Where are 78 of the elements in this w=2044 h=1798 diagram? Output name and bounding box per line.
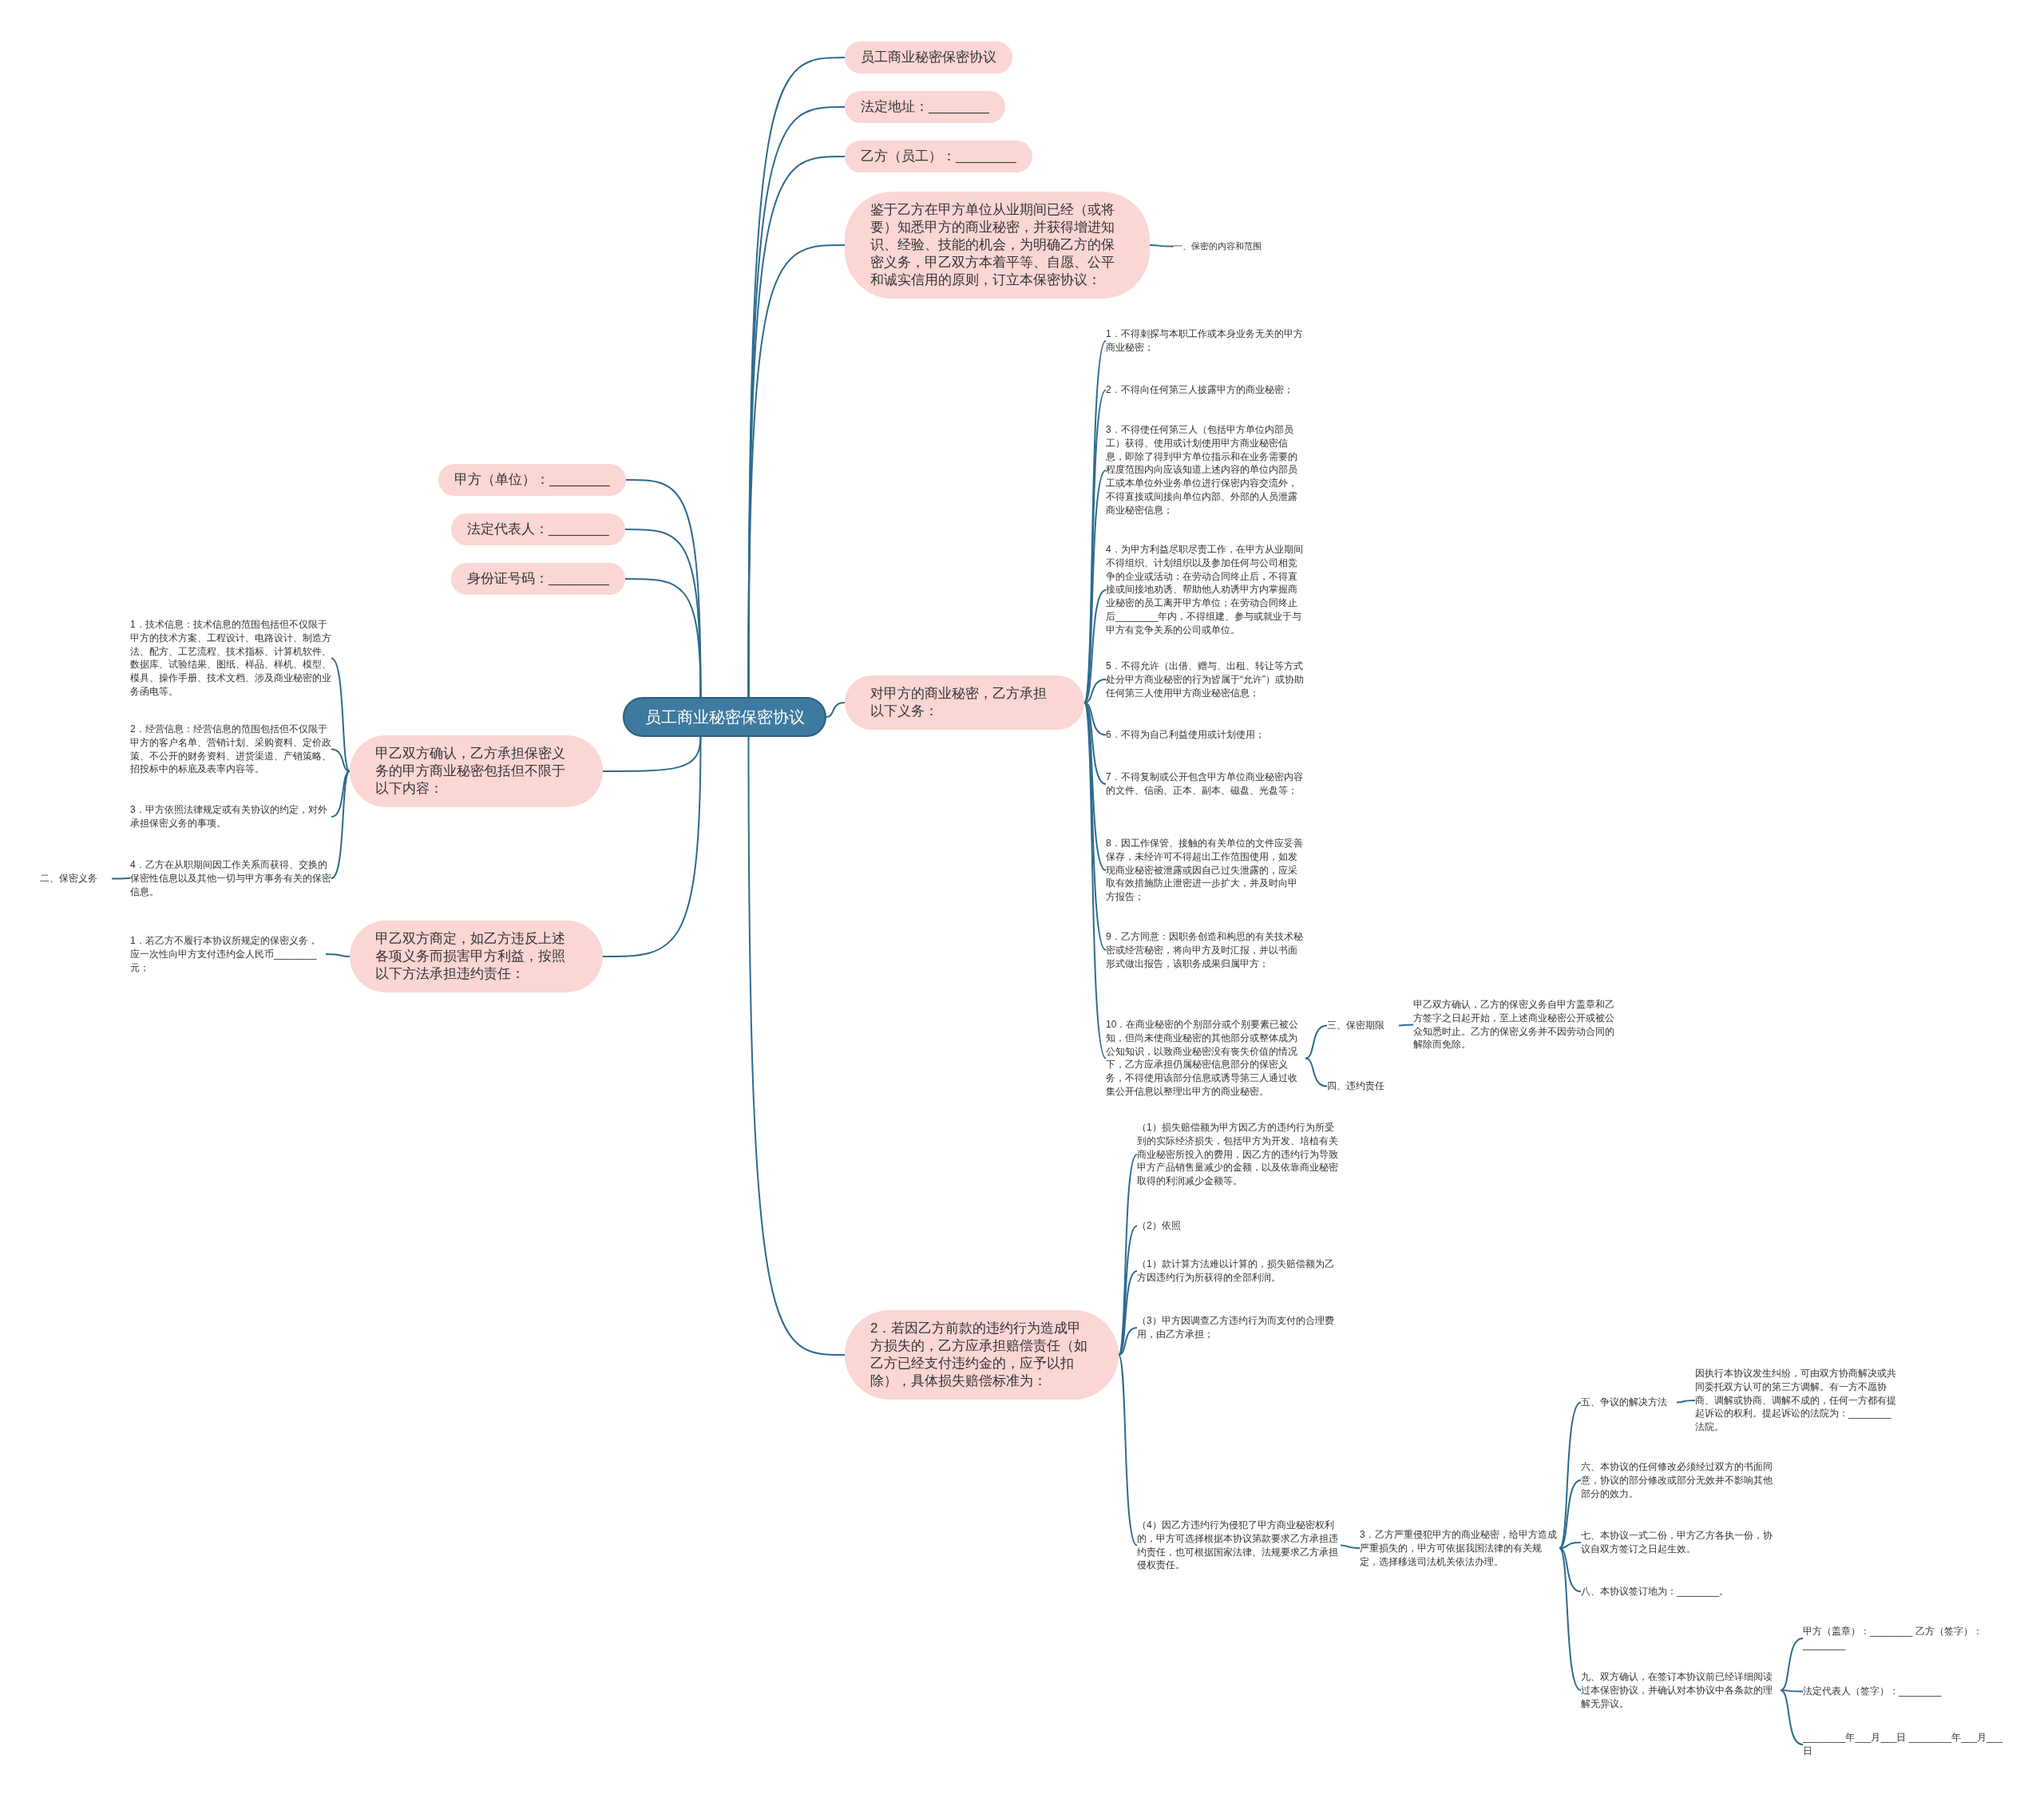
connector-line: [1149, 244, 1175, 248]
leaf-text: 七、本协议一式二份，甲方乙方各执一份，协议自双方签订之日起生效。: [1581, 1529, 1781, 1556]
connector-line: [1559, 1479, 1582, 1549]
leaf-text: 1．不得刺探与本职工作或本身业务无关的甲方商业秘密；: [1106, 327, 1305, 354]
leaf-text: 1．若乙方不履行本协议所规定的保密义务，应一次性向甲方支付违约金人民币________元；: [130, 934, 326, 975]
leaf-text: 九、双方确认，在签订本协议前已经详细阅读过本保密协议，并确认对本协议中各条款的理解无异议。: [1581, 1670, 1781, 1711]
leaf-text: 5．不得允许（出借、赠与、出租、转让等方式处分甲方商业秘密的行为皆属于“允许”）或协助任何第三人使用甲方商业秘密信息；: [1106, 659, 1305, 700]
connector-line: [1398, 1024, 1414, 1027]
connector-line: [331, 770, 351, 879]
leaf-text: 9．乙方同意：因职务创造和构思的有关技术秘密或经营秘密，将向甲方及时汇报，并以书面形式做出报告，该职务成果归属甲方；: [1106, 930, 1305, 971]
leaf-text: 10．在商业秘密的个别部分或个别要素已被公知，但尚未使商业秘密的其他部分或整体成为公知知识，以致商业秘密没有丧失价值的情况下，乙方应承担仍属秘密信息部分的保密义务，不得使用该部分信息或诱导第三人通过收集公开信息以整理出甲方的商业秘密。: [1106, 1018, 1305, 1099]
leaf-text: 4．为甲方利益尽职尽责工作，在甲方从业期间不得组织、计划组织以及参加任何与公司相竞争的企业或活动；在劳动合同终止后，不得直接或间接地劝诱、帮助他人劝诱甲方内掌握商业秘密的员工离开甲方单位；在劳动合同终止后________年内，不得组建、参与或就业于与甲方有竞争关系的公司或单位。: [1106, 543, 1305, 637]
connector-line: [1083, 679, 1107, 703]
leaf-text: （1）损失赔偿额为甲方因乙方的违约行为所受到的实际经济损失，包括甲方为开发、培植有关商业秘密所投入的费用，因乙方的违约行为导致甲方产品销售量减少的金额，以及依靠商业秘密取得的利润减少金额等。: [1137, 1121, 1341, 1188]
leaf-text: 3．甲方依照法律规定或有关协议的约定，对外承担保密义务的事项。: [130, 803, 331, 830]
topic-box: 甲方（单位）：________: [438, 464, 626, 496]
central-topic: 员工商业秘密保密协议: [623, 697, 826, 737]
connector-line: [111, 877, 131, 880]
connector-line: [1780, 1689, 1804, 1693]
leaf-text: 2．经营信息：经营信息的范围包括但不仅限于甲方的客户名单、营销计划、采购资料、定价政策、不公开的财务资料、进货渠道、产销策略、招投标中的标底及表率内容等。: [130, 723, 331, 777]
topic-box: 2．若因乙方前款的违约行为造成甲方损失的，乙方应承担赔偿责任（如乙方已经支付违约金的，应予以扣除），具体损失赔偿标准为：: [845, 1310, 1119, 1400]
leaf-text: 一、保密的内容和范围: [1174, 240, 1293, 253]
leaf-text: 4．乙方在从职期间因工作关系而获得、交换的保密性信息以及其他一切与甲方事务有关的保密信息。: [130, 858, 331, 899]
topic-box: 对甲方的商业秘密，乙方承担以下义务：: [845, 675, 1084, 731]
connector-line: [1559, 1547, 1582, 1691]
topic-box: 法定代表人：________: [451, 513, 625, 545]
leaf-text: （3）甲方因调查乙方违约行为而支付的合理费用，由乙方承担；: [1137, 1314, 1341, 1341]
leaf-text: 2．不得向任何第三人披露甲方的商业秘密；: [1106, 383, 1305, 397]
leaf-text: （4）因乙方违约行为侵犯了甲方商业秘密权利的，甲方可选择根据本协议第款要求乙方承担违约责任，也可根据国家法律、法规要求乙方承担侵权责任。: [1137, 1519, 1341, 1573]
connector-line: [747, 244, 846, 698]
leaf-text: 甲乙双方确认，乙方的保密义务自甲方盖章和乙方签字之日起开始，至上述商业秘密公开或被公众知悉时止。乙方的保密义务并不因劳动合同的解除而免除。: [1413, 998, 1617, 1052]
leaf-text: 1．技术信息：技术信息的范围包括但不仅限于甲方的技术方案、工程设计、电路设计、制造方法、配方、工艺流程、技术指标、计算机软件、数据库、试验结果、图纸、样品、样机、模型、模具、操作手册、技术文档、涉及商业秘密的业务函电等。: [130, 618, 331, 699]
leaf-text: ________年___月___日 ________年___月___日: [1803, 1731, 2012, 1758]
leaf-text: 6．不得为自己利益使用或计划使用；: [1106, 728, 1305, 742]
leaf-text: 法定代表人（签字）：________: [1803, 1685, 2012, 1698]
topic-box: 甲乙双方商定，如乙方违反上述各项义务而损害甲方利益，按照以下方法承担违约责任：: [350, 921, 603, 993]
connector-line: [602, 736, 702, 957]
connector-line: [1118, 1354, 1138, 1547]
leaf-text: 八、本协议签订地为：________。: [1581, 1585, 1781, 1598]
connector-line: [1340, 1544, 1361, 1549]
leaf-text: 二、保密义务: [40, 872, 112, 885]
leaf-text: 甲方（盖章）：________ 乙方（签字）：________: [1803, 1625, 2012, 1652]
topic-box: 员工商业秘密保密协议: [845, 42, 1012, 73]
topic-box: 身份证号码：________: [451, 563, 625, 595]
topic-box: 乙方（员工）：________: [845, 141, 1032, 172]
leaf-text: 3．不得使任何第三人（包括甲方单位内部员工）获得、使用或计划使用甲方商业秘密信息，即除了得到甲方单位指示和在业务需要的程度范围内向应该知道上述内容的单位内部员工或本单位外业务单位进行保密内容交流外，不得直接或间接向单位内部、外部的人员泄露商业秘密信息；: [1106, 423, 1305, 517]
leaf-text: 三、保密期限: [1327, 1019, 1399, 1032]
leaf-text: 五、争议的解决方法: [1581, 1396, 1677, 1409]
connector-line: [325, 953, 351, 957]
connector-line: [1559, 1547, 1582, 1593]
connector-line: [331, 770, 351, 818]
connector-line: [1083, 589, 1107, 703]
connector-line: [1305, 1057, 1328, 1087]
leaf-text: 四、违约责任: [1327, 1079, 1399, 1093]
connector-line: [624, 578, 702, 698]
connector-line: [826, 702, 846, 718]
topic-box: 鉴于乙方在甲方单位从业期间已经（或将要）知悉甲方的商业秘密，并获得增进知识、经验、技能的机会，为明确乙方的保密义务，甲乙双方本着平等、自愿、公平和诚实信用的原则，订立本保密协议：: [845, 192, 1150, 299]
leaf-text: 7．不得复制或公开包含甲方单位商业秘密内容的文件、信函、正本、副本、磁盘、光盘等；: [1106, 770, 1305, 798]
connector-line: [1559, 1542, 1582, 1549]
leaf-text: （1）款计算方法难以计算的，损失赔偿额为乙方因违约行为所获得的全部利润。: [1137, 1257, 1341, 1285]
topic-box: 法定地址：________: [845, 91, 1005, 123]
connector-line: [331, 748, 351, 772]
leaf-text: 六、本协议的任何修改必须经过双方的书面同意，协议的部分修改或部分无效并不影响其他部分的效力。: [1581, 1460, 1781, 1501]
connector-line: [1780, 1638, 1804, 1691]
connector-line: [1083, 702, 1107, 785]
connector-line: [1083, 702, 1107, 736]
connector-line: [1676, 1400, 1696, 1404]
topic-box: 甲乙双方确认，乙方承担保密义务的甲方商业秘密包括但不限于以下内容：: [350, 735, 603, 808]
connector-line: [1083, 702, 1107, 1059]
leaf-text: 3．乙方严重侵犯甲方的商业秘密，给甲方造成严重损失的，甲方可依据我国法律的有关规定，选择移送司法机关依法办理。: [1360, 1528, 1559, 1569]
connector-line: [331, 657, 351, 772]
leaf-text: （2）依照: [1137, 1219, 1341, 1233]
connector-line: [747, 736, 846, 1356]
leaf-text: 因执行本协议发生纠纷，可由双方协商解决或共同委托双方认可的第三方调解。有一方不愿协商、调解或协商、调解不成的，任何一方都有提起诉讼的权利。提起诉讼的法院为：________法院。: [1695, 1367, 1899, 1434]
leaf-text: 8．因工作保管、接触的有关单位的文件应妥善保存，未经许可不得超出工作范围使用，如发现商业秘密被泄露或因自己过失泄露的，应采取有效措施防止泄密进一步扩大，并及时向甲方报告；: [1106, 837, 1305, 904]
connector-line: [1118, 1327, 1138, 1356]
connector-line: [1305, 1024, 1328, 1059]
connector-line: [1780, 1689, 1804, 1745]
